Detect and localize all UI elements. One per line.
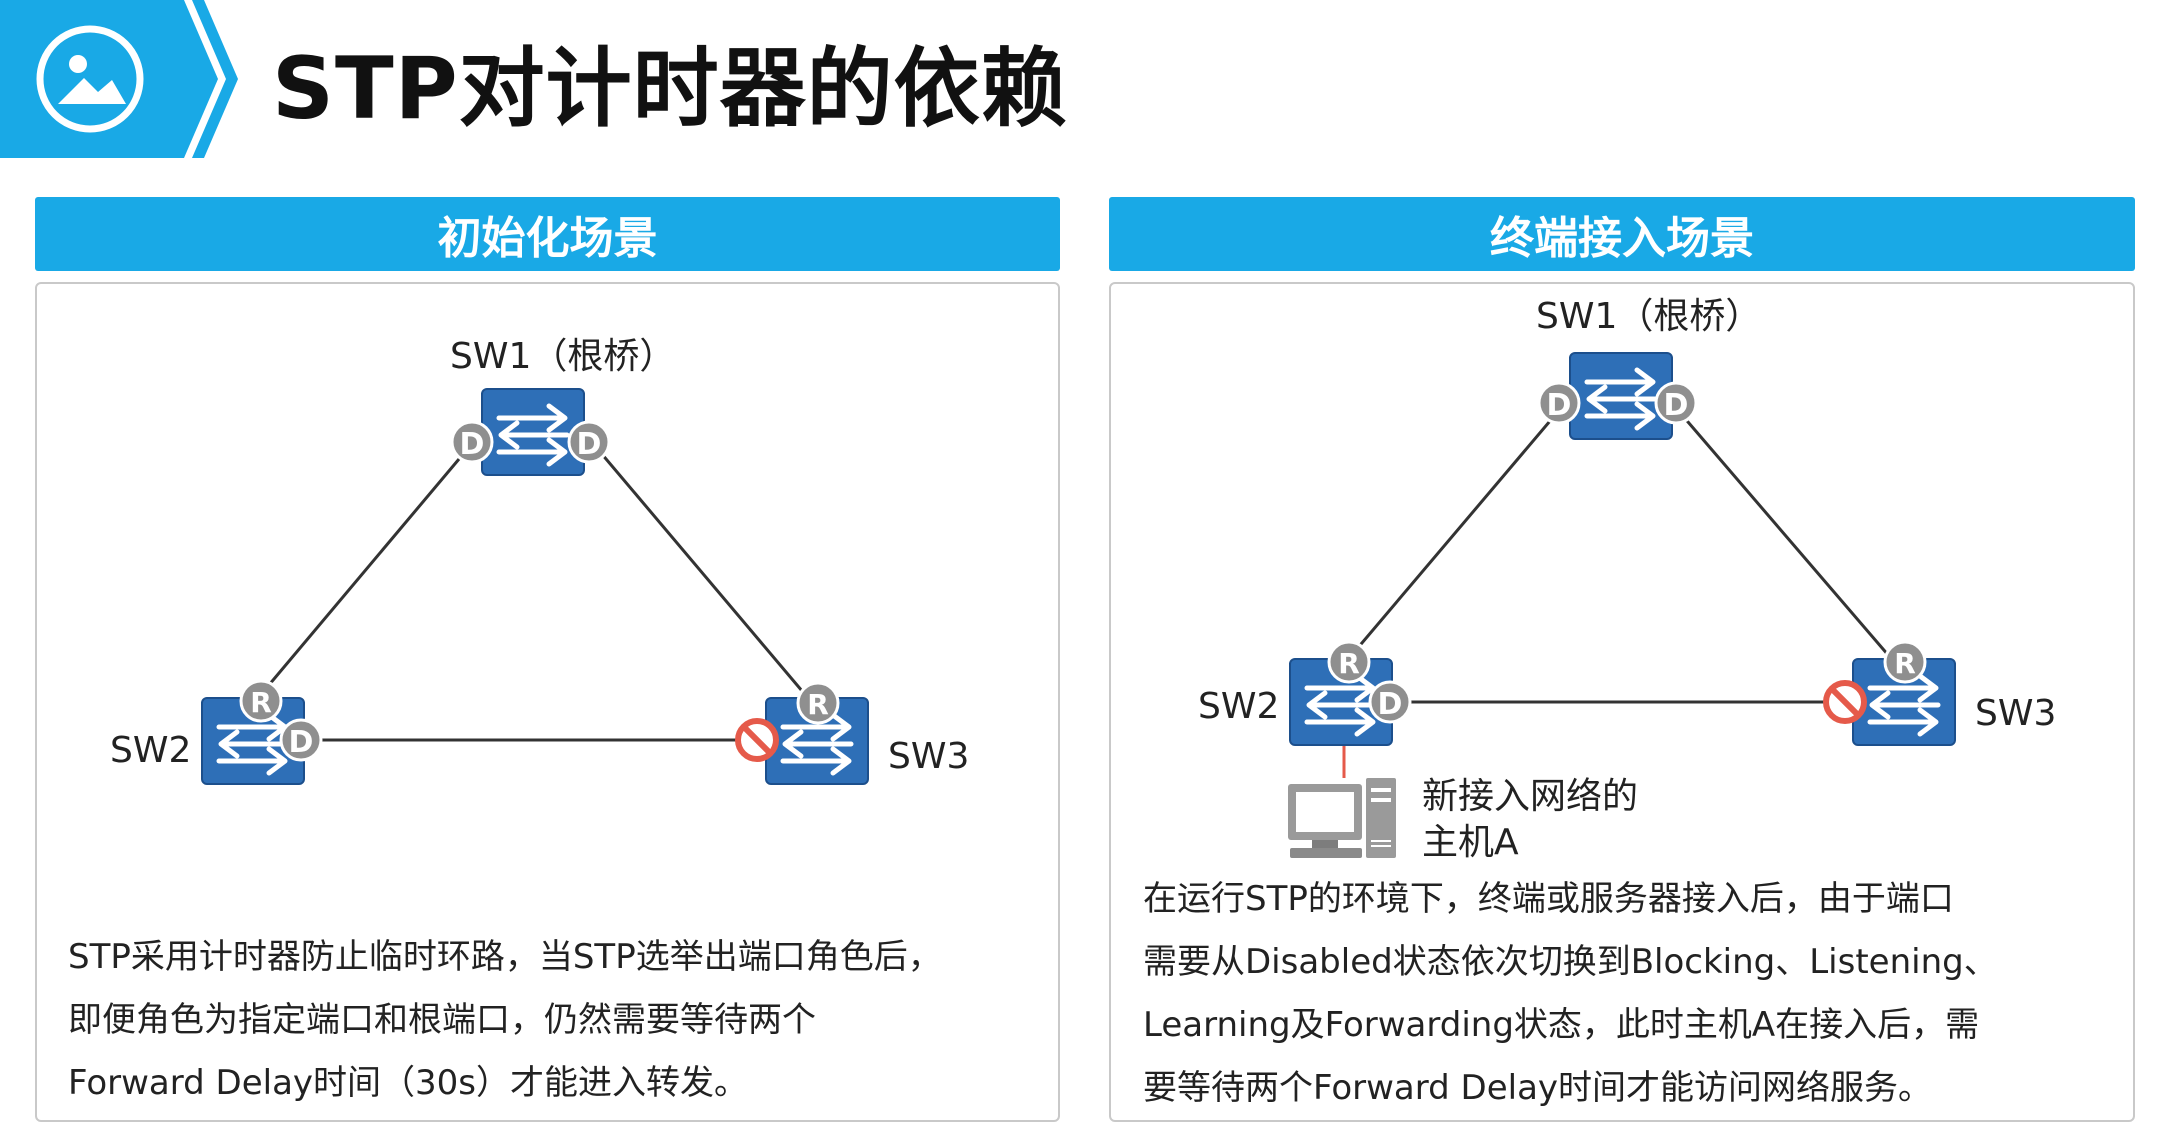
image-icon	[36, 25, 144, 133]
right-panel-header: 终端接入场景	[1109, 197, 2135, 271]
left-description-line: STP采用计时器防止临时环路，当STP选举出端口角色后，	[68, 937, 942, 977]
right-description-line: 在运行STP的环境下，终端或服务器接入后，由于端口	[1143, 879, 1954, 919]
logo-tab	[0, 0, 238, 158]
right-description-line: 要等待两个Forward Delay时间才能访问网络服务。	[1143, 1068, 1933, 1108]
page-title: STP对计时器的依赖	[272, 39, 1068, 139]
right-description-line: Learning及Forwarding状态，此时主机A在接入后，需	[1143, 1005, 1980, 1045]
right-description: 在运行STP的环境下，终端或服务器接入后，由于端口 需要从Disabled状态依…	[1143, 868, 1998, 1120]
left-description-line: 即便角色为指定端口和根端口，仍然需要等待两个	[68, 1000, 816, 1040]
left-description-line: Forward Delay时间（30s）才能进入转发。	[68, 1063, 749, 1103]
left-description: STP采用计时器防止临时环路，当STP选举出端口角色后， 即便角色为指定端口和根…	[68, 926, 942, 1115]
right-description-line: 需要从Disabled状态依次切换到Blocking、Listening、	[1143, 942, 1998, 982]
left-panel-header: 初始化场景	[35, 197, 1060, 271]
